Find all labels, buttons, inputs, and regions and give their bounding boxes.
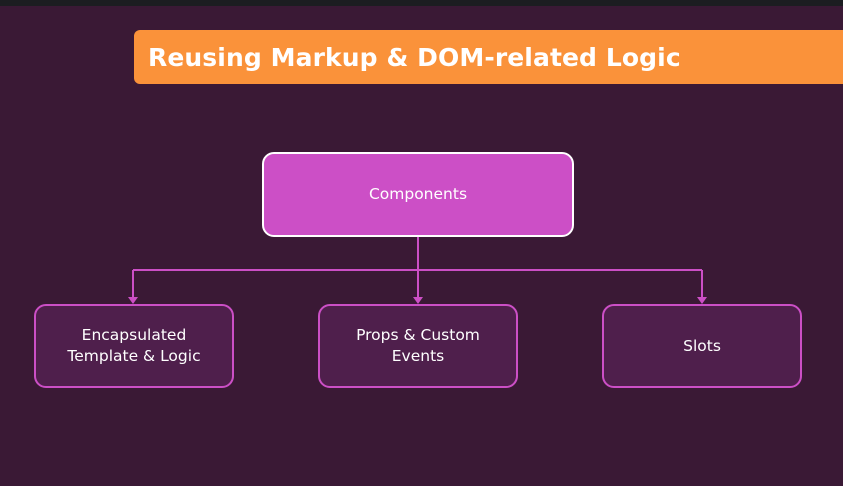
components-node: Components (262, 152, 574, 237)
label-line: Events (391, 347, 445, 365)
components-label: Components (368, 185, 468, 203)
label-line: Template & Logic (67, 347, 201, 365)
title-banner: Reusing Markup & DOM-related Logic (134, 30, 843, 84)
slots-node: Slots (602, 304, 802, 388)
slots-label: Slots (683, 336, 721, 355)
arrowhead-mid (413, 297, 423, 304)
slide-title: Reusing Markup & DOM-related Logic (148, 42, 681, 72)
arrowhead-right (697, 297, 707, 304)
props-custom-events-label: Props & Custom Events (356, 325, 480, 367)
props-custom-events-node: Props & Custom Events (318, 304, 518, 388)
label-line: Encapsulated (81, 326, 187, 344)
encapsulated-template-logic-label: Encapsulated Template & Logic (67, 325, 200, 367)
window-top-strip (0, 0, 843, 6)
arrowhead-left (128, 297, 138, 304)
label-line: Props & Custom (356, 326, 480, 344)
encapsulated-template-logic-node: Encapsulated Template & Logic (34, 304, 234, 388)
